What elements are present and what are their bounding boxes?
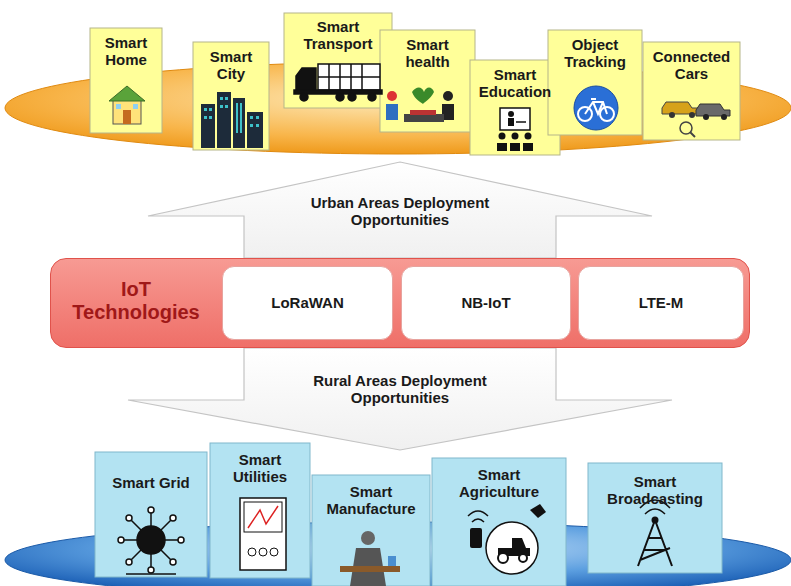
card-fills — [95, 443, 722, 586]
box-label: Smart health — [384, 36, 471, 71]
house-icon — [109, 86, 145, 124]
box-label: LTE-M — [639, 294, 684, 311]
down-arrow — [128, 348, 672, 450]
box-label: Connected Cars — [647, 48, 736, 83]
box-label: Urban Areas Deployment Opportunities — [262, 194, 538, 229]
box-label: Smart Utilities — [214, 451, 306, 486]
box-label: Smart Home — [94, 34, 158, 69]
application-card: Smart Broadcasting — [588, 463, 722, 513]
city-icon — [201, 92, 263, 148]
grid-icon — [118, 507, 184, 574]
box-label: Smart Agriculture — [436, 466, 562, 501]
bicycle-icon — [574, 86, 618, 130]
box-label: Smart Transport — [288, 18, 388, 53]
application-card: Smart City — [193, 42, 269, 150]
box-label: Rural Areas Deployment Opportunities — [262, 372, 538, 407]
band-heading: IoT Technologies — [61, 278, 211, 324]
card-fills — [90, 13, 740, 155]
box-label: Object Tracking — [552, 36, 638, 71]
box-label: Smart Broadcasting — [592, 473, 718, 508]
application-card: Object Tracking — [548, 30, 642, 135]
box-label: Smart Manufacture — [316, 483, 426, 518]
application-card: Smart Transport — [284, 13, 392, 108]
technology-box: LTE-M — [578, 266, 744, 340]
meter-icon — [240, 498, 286, 570]
box-label: NB-IoT — [461, 294, 510, 311]
upward-arrow: Urban Areas Deployment Opportunities — [262, 186, 538, 236]
downward-arrow: Rural Areas Deployment Opportunities — [262, 364, 538, 414]
application-card: Smart Education — [470, 60, 560, 155]
technology-band: IoT Technologies LoRaWAN NB-IoT LTE-M — [50, 258, 750, 348]
health-icon — [386, 88, 454, 123]
cars-icon — [662, 102, 730, 137]
box-label: Smart Grid — [99, 474, 203, 491]
tractor-icon — [468, 504, 546, 574]
application-card: Connected Cars — [643, 42, 740, 140]
box-label: Smart City — [197, 48, 265, 83]
tower-icon — [638, 500, 672, 566]
box-label: LoRaWAN — [271, 294, 344, 311]
application-card: Smart Agriculture — [432, 458, 566, 508]
application-card: Smart Home — [90, 28, 162, 133]
application-card: Smart Manufacture — [312, 475, 430, 525]
technology-box: NB-IoT — [401, 266, 571, 340]
education-icon — [497, 108, 533, 151]
application-card: Smart Grid — [95, 452, 207, 502]
up-arrow — [148, 162, 652, 258]
application-card: Smart Utilities — [210, 443, 310, 493]
application-card: Smart health — [380, 30, 475, 132]
box-label: Smart Education — [474, 66, 556, 101]
worker-icon — [340, 531, 400, 586]
truck-icon — [294, 64, 382, 101]
technology-box: LoRaWAN — [222, 266, 393, 340]
